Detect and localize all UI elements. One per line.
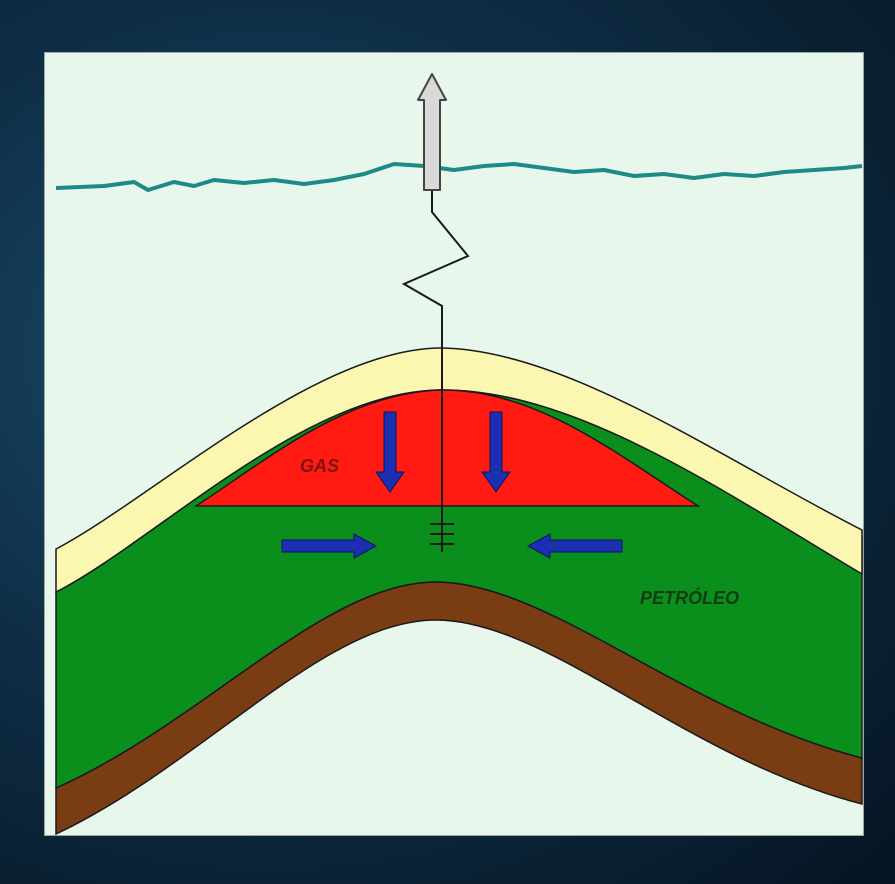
reservoir-diagram: GAS PETRÓLEO	[44, 52, 864, 836]
gas-label: GAS	[300, 456, 339, 476]
diagram-frame: GAS PETRÓLEO	[44, 52, 864, 836]
oil-label: PETRÓLEO	[640, 587, 739, 608]
